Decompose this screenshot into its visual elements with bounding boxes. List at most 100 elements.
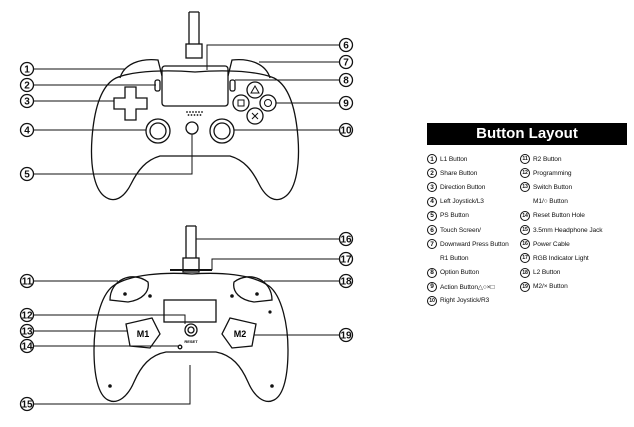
callout-10-num: 10	[340, 125, 352, 136]
touch-screen	[161, 65, 229, 107]
legend-item-number: 3	[427, 182, 437, 193]
leader-15	[33, 365, 191, 405]
callout-17	[338, 251, 354, 267]
back-view	[33, 225, 340, 405]
legend-item-number: 2	[427, 168, 437, 179]
m1-label: M1	[137, 329, 150, 339]
leader-12	[33, 314, 186, 324]
l1-shoulder	[119, 58, 163, 79]
callout-3	[19, 93, 35, 109]
callout-16-num: 16	[340, 234, 352, 245]
callout-12-num: 12	[21, 310, 33, 321]
callout-12	[19, 307, 35, 323]
callout-1-num: 1	[24, 65, 30, 76]
callout-17-num: 17	[340, 254, 352, 265]
legend-item-label: Reset Button Hole	[533, 212, 585, 220]
m2-label: M2	[234, 329, 247, 339]
callout-15	[19, 396, 35, 412]
legend-item: R1 Button	[427, 251, 520, 265]
option-button	[229, 79, 236, 92]
back-cable	[185, 225, 197, 258]
legend-item-label: Action Button△○×□	[440, 283, 495, 291]
legend-item-number: 18	[520, 267, 530, 278]
leader-17	[211, 258, 340, 270]
legend-item-label: PS Button	[440, 212, 469, 220]
cross-button	[246, 107, 264, 125]
legend-item-number: 9	[427, 281, 437, 292]
legend-item-number: 4	[427, 196, 437, 207]
callout-11	[19, 273, 35, 289]
legend-item-number: 5	[427, 210, 437, 221]
r1-shoulder	[227, 58, 271, 79]
legend-item-label: R1 Button	[440, 254, 469, 262]
legend-item-number: 17	[520, 253, 530, 264]
callout-1	[19, 61, 35, 77]
callout-5	[19, 166, 35, 182]
reset-label: RESET	[184, 339, 198, 344]
legend-item-label: Share Button	[440, 169, 478, 177]
callouts-back	[19, 231, 354, 412]
callout-19	[338, 327, 354, 343]
front-cable	[188, 11, 200, 44]
callout-9	[338, 95, 354, 111]
programming-button	[184, 323, 198, 337]
legend-item-label: L1 Button	[440, 155, 468, 163]
legend-item-label: R2 Button	[533, 155, 562, 163]
callout-7-num: 7	[343, 58, 349, 69]
triangle-button	[246, 81, 264, 99]
m2-paddle	[221, 317, 257, 349]
speaker-grille	[186, 111, 203, 116]
callout-8-num: 8	[343, 76, 349, 87]
callouts-front	[19, 37, 354, 182]
right-joystick	[209, 118, 235, 144]
circle-button	[259, 94, 277, 112]
callout-4	[19, 122, 35, 138]
callout-15-num: 15	[21, 399, 33, 410]
legend-item-label: Option Button	[440, 269, 480, 277]
reset-button-hole	[177, 344, 183, 350]
legend-item-number: 19	[520, 281, 530, 292]
legend-item-label: RGB Indicator Light	[533, 254, 589, 262]
callout-2-num: 2	[24, 81, 30, 92]
callout-11-num: 11	[22, 276, 33, 287]
legend-item-number: 15	[520, 225, 530, 236]
legend-item-number: 12	[520, 168, 530, 179]
legend-item-number: 13	[520, 182, 530, 193]
back-body	[93, 272, 289, 402]
direction-button	[113, 86, 148, 121]
legend-title: Button Layout	[427, 123, 627, 145]
callout-14-num: 14	[21, 341, 33, 352]
legend-item-label: Left Joystick/L3	[440, 198, 484, 206]
callout-13	[19, 323, 35, 339]
front-cable-strain	[185, 43, 203, 59]
leader-5	[33, 134, 193, 175]
front-view	[33, 11, 340, 201]
callout-2	[19, 77, 35, 93]
legend-item-number: 6	[427, 225, 437, 236]
leader-6	[206, 44, 340, 70]
callout-4-num: 4	[24, 126, 30, 137]
callout-13-num: 13	[21, 326, 33, 337]
square-button	[232, 94, 250, 112]
legend-item-number: 7	[427, 239, 437, 250]
legend-item-number: 8	[427, 267, 437, 278]
legend-item-label: Direction Button	[440, 183, 486, 191]
